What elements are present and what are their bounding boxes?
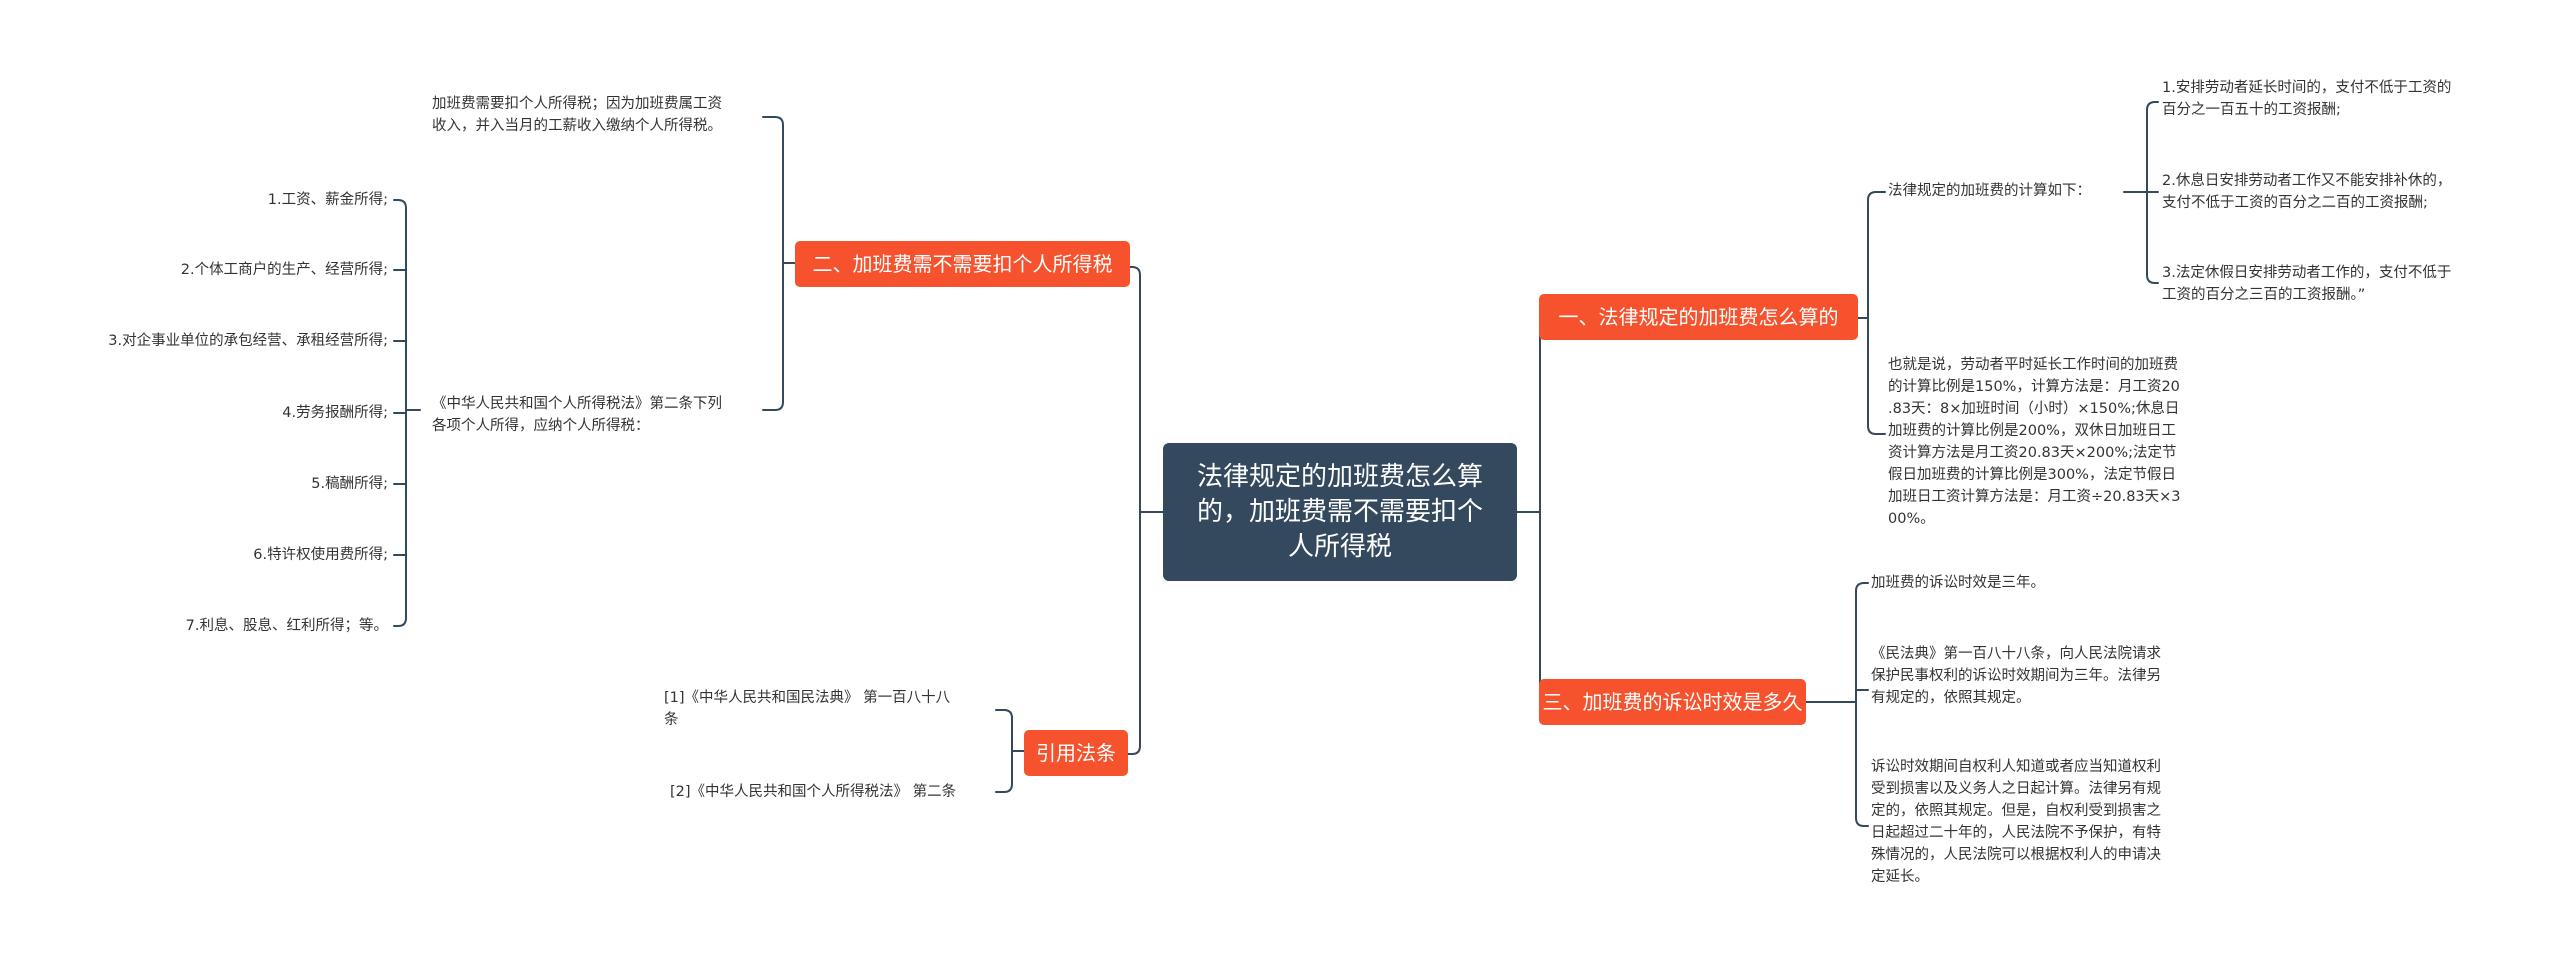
text-line: 00%。 [1888,511,1935,527]
calc-rule-3[interactable]: 3.法定休假日安排劳动者工作的，支付不低于 工资的百分之三百的工资报酬。” [2162,262,2451,306]
text-line: 各项个人所得，应纳个人所得税： [432,418,650,434]
text-line: 的计算比例是150%，计算方法是：月工资20 [1888,379,2180,395]
text-line: 支付不低于工资的百分之二百的工资报酬; [2162,195,2428,211]
text-line: 1.工资、薪金所得; [267,192,388,208]
branch-references[interactable]: 引用法条 [1024,730,1128,776]
branch-limitation-period[interactable]: 三、加班费的诉讼时效是多久 [1539,679,1806,725]
branch-label: 二、加班费需不需要扣个人所得税 [812,252,1113,276]
tax-item-4[interactable]: 4.劳务报酬所得; [282,402,388,424]
text-line: 加班费的计算比例是200%，双休日加班日工 [1888,423,2176,439]
central-topic-text: 法律规定的加班费怎么算 的，加班费需不需要扣个 人所得税 [1197,460,1483,565]
text-line: 加班日工资计算方法是：月工资÷20.83天×3 [1888,489,2181,505]
reference-2[interactable]: [2]《中华人民共和国个人所得税法》 第二条 [670,781,956,803]
tax-item-5[interactable]: 5.稿酬所得; [311,473,388,495]
calc-rule-1[interactable]: 1.安排劳动者延长时间的，支付不低于工资的 百分之一百五十的工资报酬; [2162,77,2451,121]
calc-explanation[interactable]: 也就是说，劳动者平时延长工作时间的加班费 的计算比例是150%，计算方法是：月工… [1888,354,2181,530]
connector-right-trunk [1539,324,1549,710]
calc-rule-2[interactable]: 2.休息日安排劳动者工作又不能安排补休的， 支付不低于工资的百分之二百的工资报酬… [2162,170,2451,214]
central-line: 法律规定的加班费怎么算 [1196,461,1483,492]
connector-b1-trunk [1867,191,1877,435]
text-line: 4.劳务报酬所得; [282,405,388,421]
connector-left-trunk [1131,266,1141,755]
text-line: 3.对企事业单位的承包经营、承租经营所得; [108,333,388,349]
text-line: 1.安排劳动者延长时间的，支付不低于工资的 [2162,80,2452,96]
branch-calculation[interactable]: 一、法律规定的加班费怎么算的 [1539,294,1858,340]
text-line: 日起超过二十年的，人民法院不予保护，有特 [1871,825,2161,841]
text-line: 资计算方法是月工资20.83天×200%;法定节 [1888,445,2177,461]
text-line: 假日加班费的计算比例是300%，法定节假日 [1888,467,2176,483]
text-line: 定的，依照其规定。但是，自权利受到损害之 [1871,803,2161,819]
tax-law-article[interactable]: 《中华人民共和国个人所得税法》第二条下列 各项个人所得，应纳个人所得税： [432,393,722,437]
text-line: 法律规定的加班费的计算如下： [1888,183,2091,199]
connector-b2-trunk [774,116,784,411]
limitation-start-rule[interactable]: 诉讼时效期间自权利人知道或者应当知道权利 受到损害以及义务人之日起计算。法律另有… [1871,756,2161,888]
text-line: 收入，并入当月的工薪收入缴纳个人所得税。 [432,118,722,134]
branch-label: 一、法律规定的加班费怎么算的 [1558,305,1839,329]
text-line: 加班费需要扣个人所得税；因为加班费属工资 [432,96,722,112]
text-line: 工资的百分之三百的工资报酬。” [2162,287,2366,303]
text-line: 保护民事权利的诉讼时效期间为三年。法律另 [1871,668,2161,684]
text-line: 7.利息、股息、红利所得；等。 [185,618,388,634]
branch-label: 引用法条 [1036,741,1116,765]
tax-item-6[interactable]: 6.特许权使用费所得; [253,544,388,566]
text-line: 5.稿酬所得; [311,476,388,492]
text-line: [2]《中华人民共和国个人所得税法》 第二条 [670,784,957,800]
tax-item-2[interactable]: 2.个体工商户的生产、经营所得; [181,259,388,281]
connector-b3-trunk [1855,582,1865,827]
limitation-civil-code[interactable]: 《民法典》第一百八十八条，向人民法院请求 保护民事权利的诉讼时效期间为三年。法律… [1871,643,2161,709]
text-line: 2.个体工商户的生产、经营所得; [180,262,388,278]
central-line: 的，加班费需不需要扣个 [1196,496,1483,527]
text-line: 百分之一百五十的工资报酬; [2162,102,2341,118]
text-line: 诉讼时效期间自权利人知道或者应当知道权利 [1871,759,2161,775]
text-line: 加班费的诉讼时效是三年。 [1871,575,2045,591]
tax-item-3[interactable]: 3.对企事业单位的承包经营、承租经营所得; [108,330,388,352]
central-topic[interactable]: 法律规定的加班费怎么算 的，加班费需不需要扣个 人所得税 [1163,443,1517,581]
text-line: 也就是说，劳动者平时延长工作时间的加班费 [1888,357,2178,373]
text-line: [1]《中华人民共和国民法典》 第一百八十八 [664,690,951,706]
text-line: 条 [664,712,679,728]
text-line: 有规定的，依照其规定。 [1871,690,2031,706]
tax-note[interactable]: 加班费需要扣个人所得税；因为加班费属工资 收入，并入当月的工薪收入缴纳个人所得税… [432,93,722,137]
central-line: 人所得税 [1287,531,1392,562]
text-line: 6.特许权使用费所得; [253,547,388,563]
connector-b4-trunk [1003,709,1013,793]
text-line: 受到损害以及义务人之日起计算。法律另有规 [1871,781,2161,797]
text-line: 《民法典》第一百八十八条，向人民法院请求 [1871,646,2161,662]
text-line: 3.法定休假日安排劳动者工作的，支付不低于 [2162,265,2452,281]
tax-item-7[interactable]: 7.利息、股息、红利所得；等。 [186,615,388,637]
text-line: .83天：8×加班时间（小时）×150%;休息日 [1888,401,2180,417]
limitation-summary[interactable]: 加班费的诉讼时效是三年。 [1871,572,2045,594]
branch-income-tax[interactable]: 二、加班费需不需要扣个人所得税 [795,241,1130,287]
text-line: 2.休息日安排劳动者工作又不能安排补休的， [2162,173,2452,189]
calc-intro[interactable]: 法律规定的加班费的计算如下： [1888,180,2091,202]
reference-1[interactable]: [1]《中华人民共和国民法典》 第一百八十八 条 [664,687,950,731]
text-line: 殊情况的，人民法院可以根据权利人的申请决 [1871,847,2161,863]
tax-item-1[interactable]: 1.工资、薪金所得; [268,189,388,211]
text-line: 《中华人民共和国个人所得税法》第二条下列 [432,396,722,412]
branch-label: 三、加班费的诉讼时效是多久 [1542,690,1803,714]
text-line: 定延长。 [1871,869,1929,885]
